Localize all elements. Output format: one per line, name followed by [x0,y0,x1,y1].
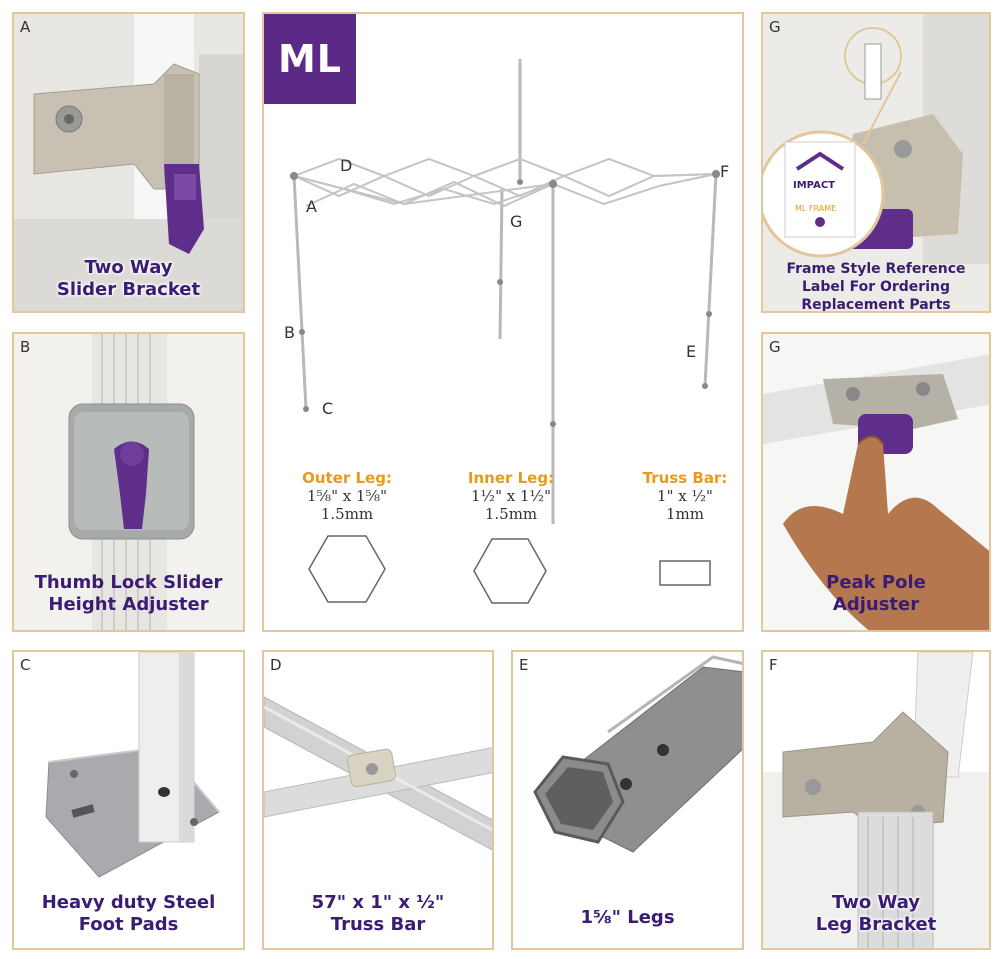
panel-d-truss-bar: D 57" x 1" x ½" Truss Bar [262,650,494,950]
canopy-frame-drawing [290,59,720,604]
frame-label-d: D [340,156,353,175]
panel-letter: F [769,656,778,674]
steel-foot-pad-photo [14,652,243,948]
panel-b-height-adjuster: B Thumb Lock Slider Height Adjuster [12,332,245,632]
label-frame-text: ML FRAME [795,204,837,213]
frame-label-a: A [306,197,317,216]
panel-caption: Two Way Leg Bracket [815,892,937,935]
panel-caption: 57" x 1" x ½" Truss Bar [311,892,445,935]
panel-g-frame-label: G IMPACT ML FRAME Frame Style Reference … [761,12,991,313]
slider-bracket-photo [14,14,243,311]
frame-style-badge: ML [264,14,356,104]
panel-f-leg-bracket: F Two Way Leg Bracket [761,650,991,950]
label-logo-text: IMPACT [793,180,835,191]
panel-letter: A [20,18,31,36]
panel-caption: Thumb Lock Slider Height Adjuster [34,572,223,615]
panel-a-slider-bracket: A Two Way Slider Bracket [12,12,245,313]
panel-letter: G [769,18,781,36]
frame-label-g: G [510,212,523,231]
spec-truss-bar: Truss Bar: 1" x ½" 1mm [642,469,728,523]
frame-reference-label-photo [763,14,989,311]
hex-leg-photo [513,652,742,948]
panel-caption: Frame Style Reference Label For Ordering… [786,261,966,313]
frame-label-e: E [686,342,697,361]
panel-letter: D [270,656,282,674]
panel-caption: Peak Pole Adjuster [826,572,926,615]
panel-letter: B [20,338,31,356]
panel-c-foot-pads: C Heavy duty Steel Foot Pads [12,650,245,950]
frame-diagram-panel: ML D A [262,12,744,632]
panel-letter: E [519,656,529,674]
panel-caption: Heavy duty Steel Foot Pads [41,892,216,935]
panel-caption: 1⅝" Legs [580,907,675,928]
leg-bracket-photo [763,652,989,948]
peak-pole-adjuster-photo [763,334,989,630]
panel-g-peak-pole: G Peak Pole Adjuster [761,332,991,632]
spec-outer-leg: Outer Leg: 1⅝" x 1⅝" 1.5mm [302,469,392,523]
frame-label-b: B [284,323,295,342]
frame-label-c: C [322,399,334,418]
panel-caption: Two Way Slider Bracket [56,257,201,300]
truss-bar-photo [264,652,492,948]
frame-label-f: F [720,162,730,181]
panel-letter: C [20,656,31,674]
spec-inner-leg: Inner Leg: 1½" x 1½" 1.5mm [467,469,555,523]
panel-e-legs: E 1⅝" Legs [511,650,744,950]
thumb-lock-photo [14,334,243,630]
panel-letter: G [769,338,781,356]
